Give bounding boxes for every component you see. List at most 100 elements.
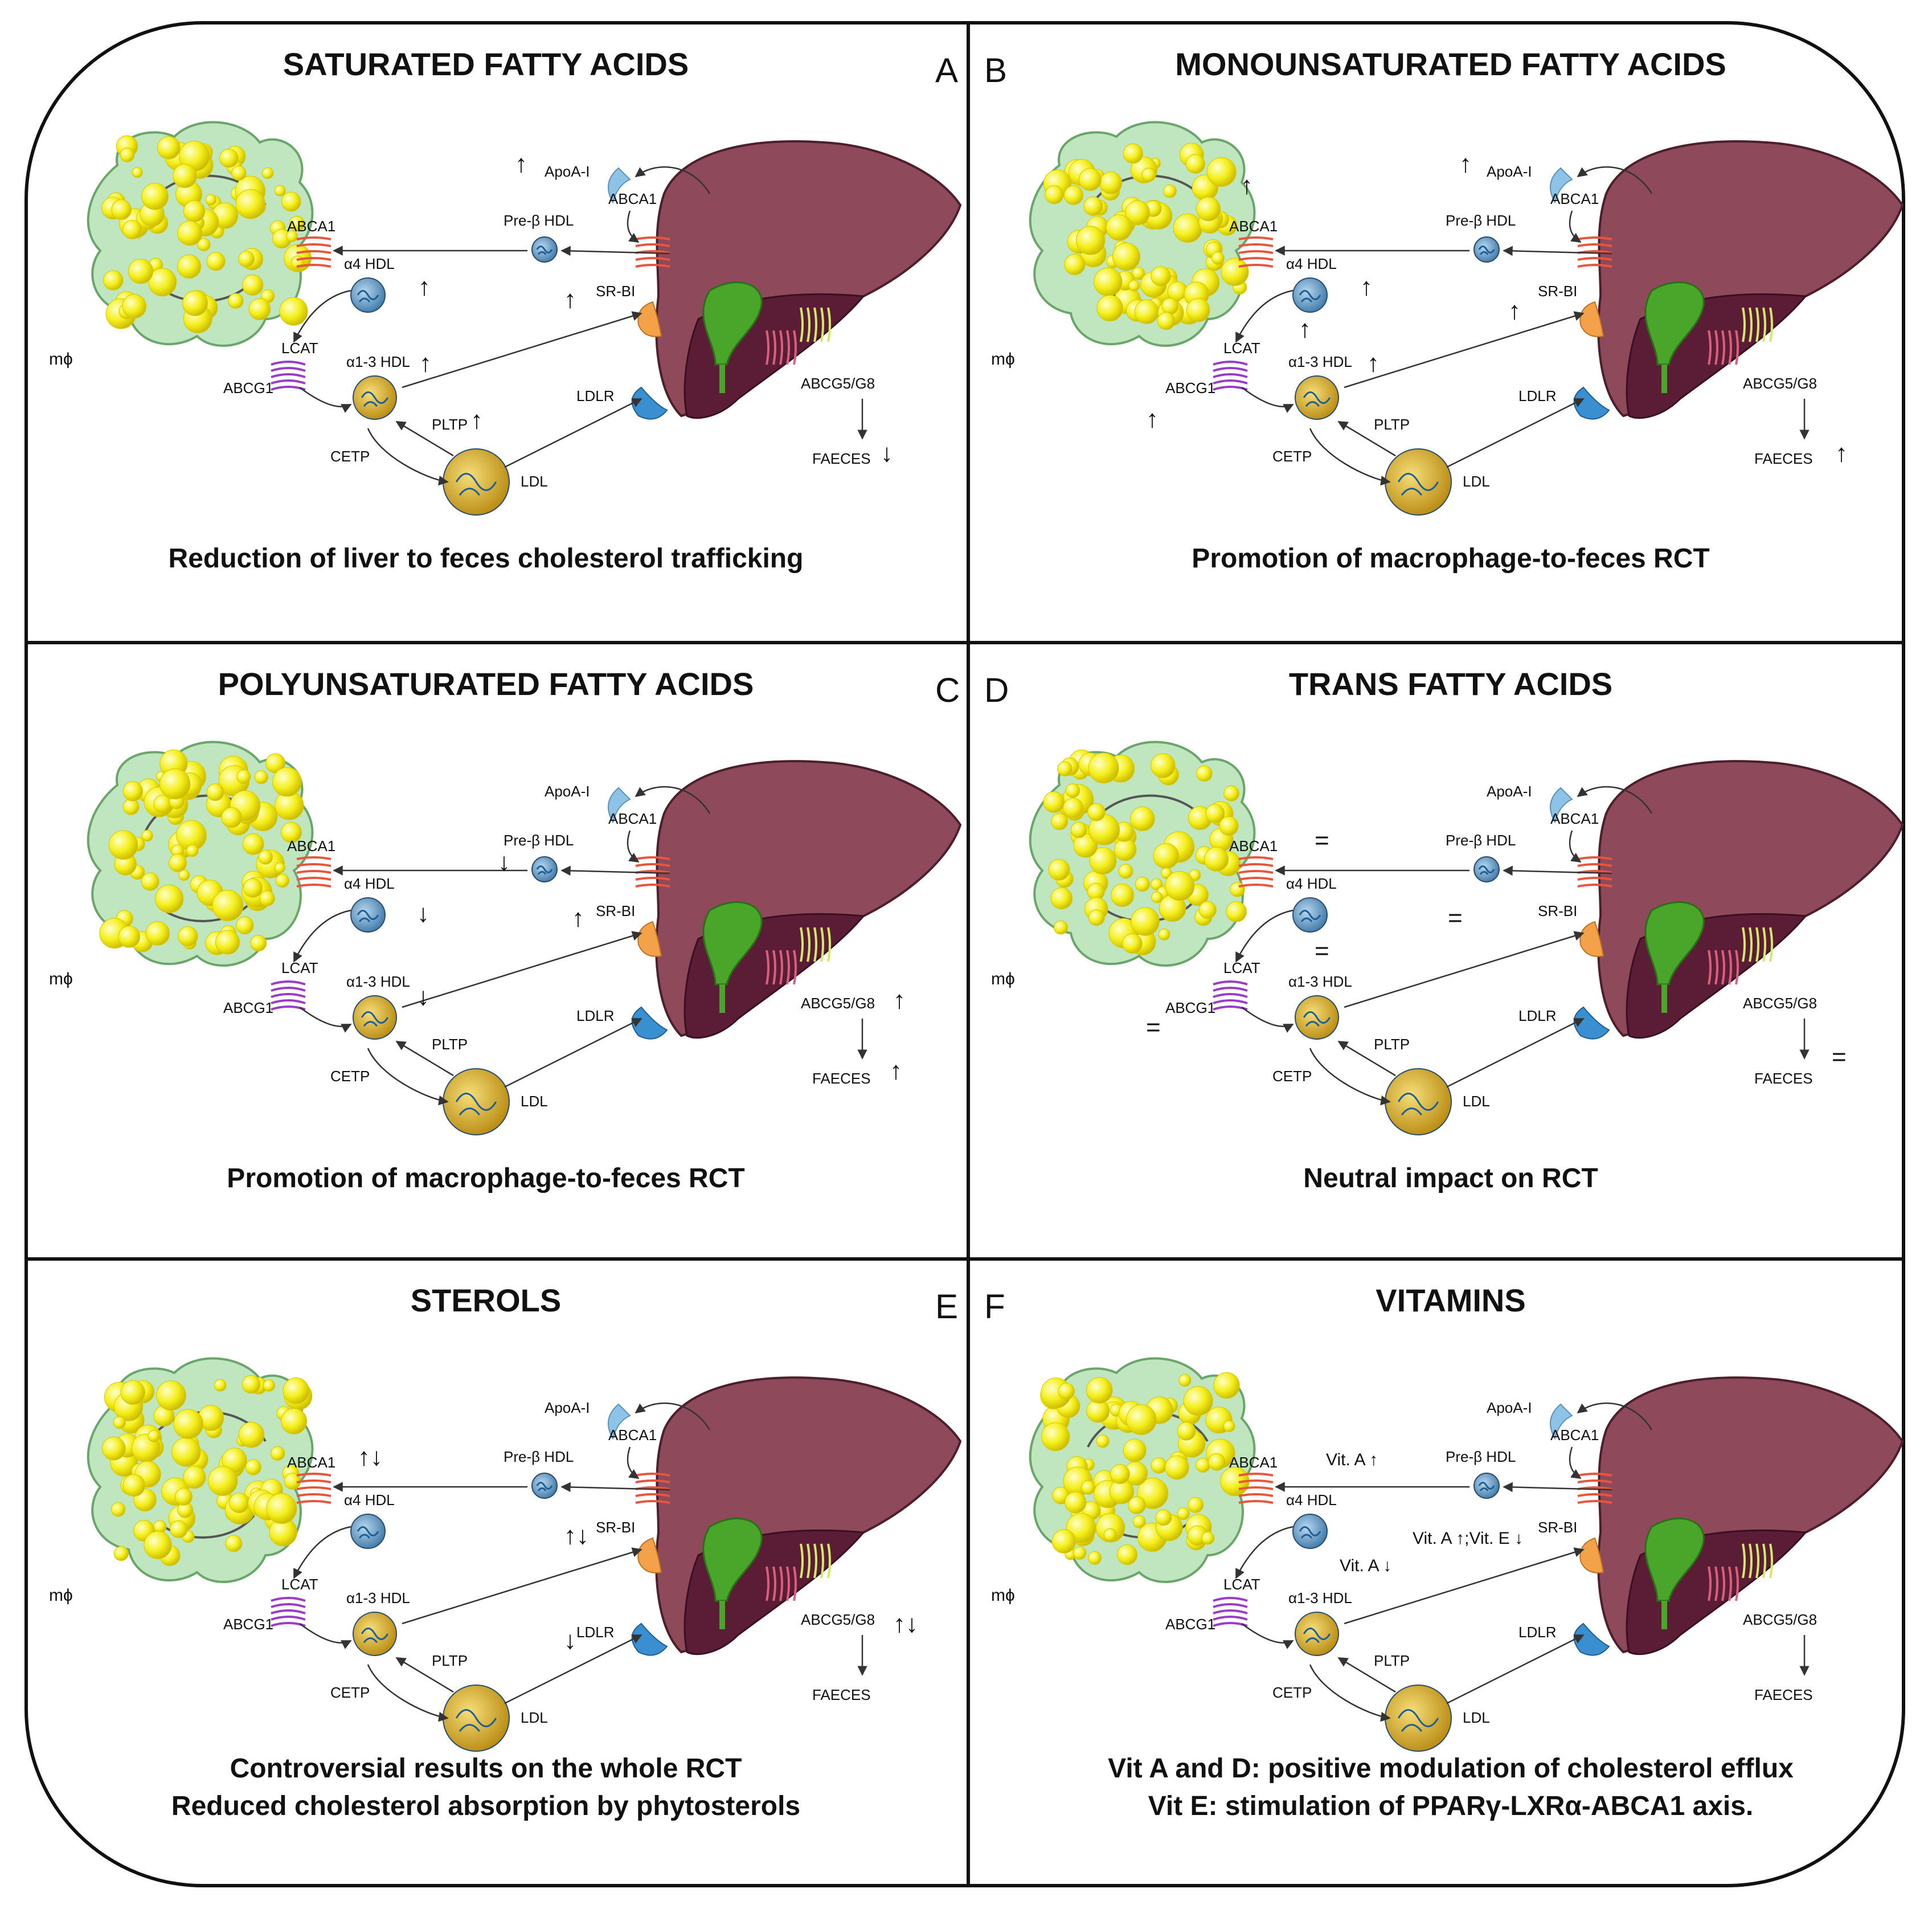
apoa1-shape [608, 167, 631, 204]
macrophage-label: mϕ [49, 970, 73, 988]
panel-d: TRANS FATTY ACIDSDmϕABCA1ABCG1LCATPre-β … [984, 666, 1904, 1193]
ldlr-label: LDLR [576, 1007, 614, 1024]
abca1-liver-label: ABCA1 [1550, 810, 1599, 827]
gallbladder [1644, 281, 1705, 366]
macrophage-label: mϕ [991, 1586, 1015, 1605]
pltp-label: PLTP [432, 1036, 468, 1053]
srbi-receptor [1579, 1537, 1604, 1573]
ldl-particle [443, 1685, 510, 1752]
srbi-label: SR-BI [1538, 283, 1577, 300]
panel-caption: Promotion of macrophage-to-feces RCT [1192, 543, 1709, 574]
abcg1-receptor [271, 980, 306, 1011]
ldlr-receptor [1573, 1622, 1610, 1656]
modulator-abca1-cell-top: ↑ [1241, 171, 1253, 199]
macrophage-cell [87, 121, 314, 347]
modulator-alpha4-hdl: Vit. A ↓ [1340, 1556, 1391, 1575]
macrophage-cell [1029, 741, 1256, 967]
abca1-cell-receptor [296, 856, 331, 888]
modulator-abcg5g8: ↑ [893, 986, 906, 1014]
abca1-liver-label: ABCA1 [608, 810, 657, 827]
alpha4-hdl-particle [1292, 1514, 1328, 1549]
lcat-label: LCAT [281, 959, 318, 976]
abca1-cell-label: ABCA1 [1229, 837, 1278, 855]
panel-title: STEROLS [411, 1282, 561, 1318]
panel-caption: Controversial results on the whole RCT [230, 1753, 742, 1784]
modulator-alpha4-hdl: ↓ [417, 900, 429, 927]
abca1-cell-label: ABCA1 [1229, 1454, 1278, 1471]
pltp-label: PLTP [432, 1652, 468, 1669]
abca1-cell-receptor [296, 1473, 331, 1504]
modulator-srbi: ↑ [1508, 297, 1521, 325]
ldlr-label: LDLR [576, 387, 614, 404]
faeces-label: FAECES [812, 1686, 871, 1703]
cetp-label: CETP [1272, 1684, 1312, 1701]
srbi-label: SR-BI [596, 283, 635, 300]
srbi-receptor [1579, 921, 1604, 957]
flow-arrows [1235, 1402, 1810, 1722]
apoa1-label: ApoA-I [545, 783, 590, 800]
panel-title: MONOUNSATURATED FATTY ACIDS [1175, 46, 1726, 82]
alpha13-hdl-label: α1-3 HDL [346, 353, 410, 370]
abca1-liver-receptor [635, 1473, 670, 1504]
modulator-abca1-cell: ↑↓ [358, 1443, 383, 1471]
srbi-label: SR-BI [1538, 902, 1577, 919]
abca1-cell-receptor [1238, 236, 1274, 268]
alpha4-hdl-label: α4 HDL [1286, 875, 1337, 892]
flow-arrows [293, 1402, 867, 1722]
modulator-lcat: ↑ [1299, 315, 1311, 343]
panel-caption: Reduction of liver to feces cholesterol … [169, 543, 804, 574]
apoa1-shape [1550, 787, 1573, 824]
abcg1-receptor [1213, 980, 1248, 1011]
cetp-label: CETP [1272, 448, 1312, 465]
faeces-label: FAECES [1754, 450, 1813, 467]
lcat-label: LCAT [281, 1576, 318, 1593]
ldlr-receptor [631, 1006, 668, 1040]
panel-letter: E [935, 1287, 958, 1326]
apoa1-label: ApoA-I [545, 1399, 590, 1416]
alpha13-hdl-particle [353, 995, 397, 1040]
alpha4-hdl-particle [1292, 277, 1328, 313]
abca1-liver-label: ABCA1 [1550, 190, 1599, 207]
pltp-label: PLTP [1374, 1036, 1410, 1053]
modulator-apoa1: ↑ [515, 150, 527, 178]
modulator-lcat: = [1315, 937, 1329, 965]
ldl-particle [1385, 1068, 1452, 1135]
alpha4-hdl-label: α4 HDL [1286, 255, 1337, 272]
abcg5g8-label: ABCG5/G8 [801, 1611, 875, 1628]
ldlr-receptor [1573, 386, 1610, 420]
alpha4-hdl-label: α4 HDL [344, 875, 395, 892]
modulator-alpha4-hdl: ↑ [1360, 273, 1373, 301]
abcg5g8-transporter [1708, 927, 1773, 985]
srbi-receptor [637, 921, 662, 957]
panel-title: POLYUNSATURATED FATTY ACIDS [218, 666, 754, 702]
abcg5g8-transporter [766, 927, 831, 985]
pre-beta-hdl-particle [531, 236, 558, 263]
abcg1-label: ABCG1 [1165, 999, 1215, 1016]
abca1-cell-label: ABCA1 [287, 1454, 335, 1471]
lipid-droplets [1040, 1372, 1250, 1565]
panel-caption: Promotion of macrophage-to-feces RCT [227, 1163, 744, 1193]
cetp-label: CETP [1272, 1068, 1312, 1085]
alpha13-hdl-particle [1295, 995, 1339, 1040]
modulator-alpha13-hdl: ↑ [1367, 349, 1380, 377]
macrophage-cell [87, 741, 314, 967]
modulator-abca1-cell: = [1315, 827, 1329, 855]
panel-letter: B [984, 51, 1007, 89]
alpha13-hdl-particle [1295, 375, 1339, 420]
srbi-receptor [1579, 301, 1604, 337]
gallbladder [702, 1518, 763, 1602]
modulator-pltp: ↑ [470, 406, 483, 434]
pre-beta-hdl-label: Pre-β HDL [1446, 212, 1516, 229]
faeces-label: FAECES [1754, 1070, 1813, 1087]
apoa1-shape [608, 787, 631, 824]
alpha4-hdl-particle [350, 897, 386, 933]
modulator-ldlr: ↓ [564, 1626, 576, 1654]
gallbladder [702, 901, 763, 986]
abcg1-label: ABCG1 [223, 999, 273, 1016]
lcat-label: LCAT [281, 340, 318, 357]
lipid-droplets [1043, 142, 1249, 330]
modulator-srbi: = [1448, 904, 1463, 932]
